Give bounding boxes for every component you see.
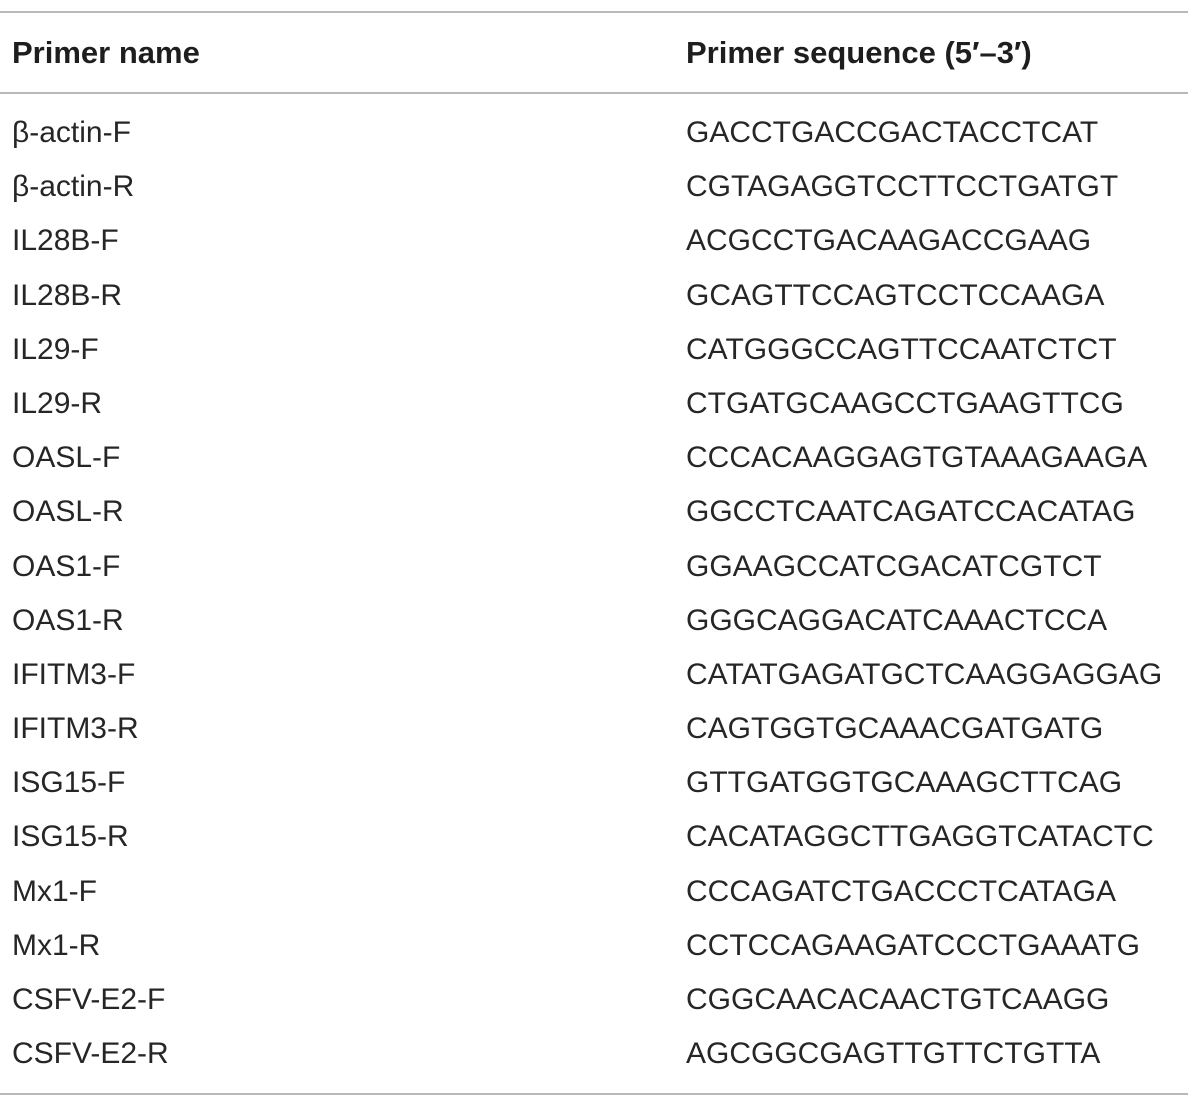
header-primer-name: Primer name <box>12 35 200 70</box>
primer-name-cell: Mx1-R <box>12 928 101 962</box>
table-row: ISG15-F GTTGATGGTGCAAAGCTTCAG <box>0 756 1200 810</box>
table-row: CSFV-E2-R AGCGGCGAGTTGTTCTGTTA <box>0 1027 1200 1081</box>
table-header: Primer name Primer sequence (5′–3′) <box>0 28 1200 78</box>
primer-sequence-cell: CGGCAACACAACTGTCAAGG <box>686 983 1110 1016</box>
table-row: ISG15-R CACATAGGCTTGAGGTCATACTC <box>0 810 1200 864</box>
table-row: Mx1-R CCTCCAGAAGATCCCTGAAATG <box>0 919 1200 973</box>
primer-name-cell: ISG15-F <box>12 766 126 800</box>
header-divider-rule <box>0 92 1188 94</box>
table-row: β-actin-F GACCTGACCGACTACCTCAT <box>0 106 1200 160</box>
primer-name-cell: OAS1-R <box>12 603 124 637</box>
primer-sequence-cell: GGGCAGGACATCAAACTCCA <box>686 603 1108 637</box>
primer-sequence-cell: GTTGATGGTGCAAAGCTTCAG <box>686 766 1123 800</box>
table-row: IL29-F CATGGGCCAGTTCCAATCTCT <box>0 323 1200 377</box>
primer-name-cell: Mx1-F <box>12 874 97 908</box>
table-row: IFITM3-R CAGTGGTGCAAACGATGATG <box>0 702 1200 756</box>
table-row: IL28B-R GCAGTTCCAGTCCTCCAAGA <box>0 269 1200 323</box>
primer-sequence-cell: CCTCCAGAAGATCCCTGAAATG <box>686 928 1140 962</box>
primer-name-cell: CSFV-E2-R <box>12 1037 169 1071</box>
header-primer-sequence: Primer sequence (5′–3′) <box>686 35 1032 70</box>
table-row: OAS1-R GGGCAGGACATCAAACTCCA <box>0 594 1200 648</box>
primer-name-cell: β-actin-R <box>12 170 135 204</box>
primer-name-cell: OAS1-F <box>12 549 121 583</box>
primer-name-cell: OASL-F <box>12 441 121 475</box>
primer-name-cell: OASL-R <box>12 495 124 529</box>
primer-sequence-cell: CGTAGAGGTCCTTCCTGATGT <box>686 170 1119 204</box>
primer-name-cell: β-actin-F <box>12 116 131 149</box>
primer-sequence-cell: GGCCTCAATCAGATCCACATAG <box>686 495 1136 529</box>
primer-sequence-cell: CATGGGCCAGTTCCAATCTCT <box>686 332 1117 366</box>
table-row: OASL-F CCCACAAGGAGTGTAAAGAAGA <box>0 431 1200 485</box>
primer-sequence-cell: CTGATGCAAGCCTGAAGTTCG <box>686 386 1124 420</box>
primer-sequence-cell: CCCACAAGGAGTGTAAAGAAGA <box>686 441 1148 475</box>
primer-name-cell: IL28B-R <box>12 278 123 312</box>
primer-name-cell: ISG15-R <box>12 820 129 854</box>
primer-sequence-cell: AGCGGCGAGTTGTTCTGTTA <box>686 1037 1101 1071</box>
primer-name-cell: IFITM3-F <box>12 657 136 691</box>
primer-name-cell: IFITM3-R <box>12 712 139 746</box>
table-row: IL28B-F ACGCCTGACAAGACCGAAG <box>0 214 1200 268</box>
primer-sequence-cell: GACCTGACCGACTACCTCAT <box>686 116 1099 149</box>
primer-sequence-cell: ACGCCTGACAAGACCGAAG <box>686 224 1092 258</box>
primer-name-cell: IL29-F <box>12 332 99 366</box>
primer-sequence-cell: CAGTGGTGCAAACGATGATG <box>686 712 1104 746</box>
table-row: OASL-R GGCCTCAATCAGATCCACATAG <box>0 485 1200 539</box>
primer-sequence-cell: GCAGTTCCAGTCCTCCAAGA <box>686 278 1105 312</box>
table-row: OAS1-F GGAAGCCATCGACATCGTCT <box>0 540 1200 594</box>
table-row: Mx1-F CCCAGATCTGACCCTCATAGA <box>0 865 1200 919</box>
primer-name-cell: IL29-R <box>12 386 103 420</box>
primer-sequence-cell: CACATAGGCTTGAGGTCATACTC <box>686 820 1154 854</box>
table-row: IFITM3-F CATATGAGATGCTCAAGGAGGAG <box>0 648 1200 702</box>
primer-name-cell: CSFV-E2-F <box>12 983 166 1016</box>
primer-sequence-cell: GGAAGCCATCGACATCGTCT <box>686 549 1102 583</box>
table-row: β-actin-R CGTAGAGGTCCTTCCTGATGT <box>0 160 1200 214</box>
table-row: IL29-R CTGATGCAAGCCTGAAGTTCG <box>0 377 1200 431</box>
table-bottom-rule <box>0 1093 1188 1095</box>
primer-sequence-cell: CATATGAGATGCTCAAGGAGGAG <box>686 657 1163 691</box>
primer-sequence-cell: CCCAGATCTGACCCTCATAGA <box>686 874 1117 908</box>
primer-name-cell: IL28B-F <box>12 224 119 258</box>
table-row: CSFV-E2-F CGGCAACACAACTGTCAAGG <box>0 973 1200 1027</box>
table-top-rule <box>0 11 1188 13</box>
table-body: β-actin-F GACCTGACCGACTACCTCAT β-actin-R CG… <box>0 106 1200 1081</box>
